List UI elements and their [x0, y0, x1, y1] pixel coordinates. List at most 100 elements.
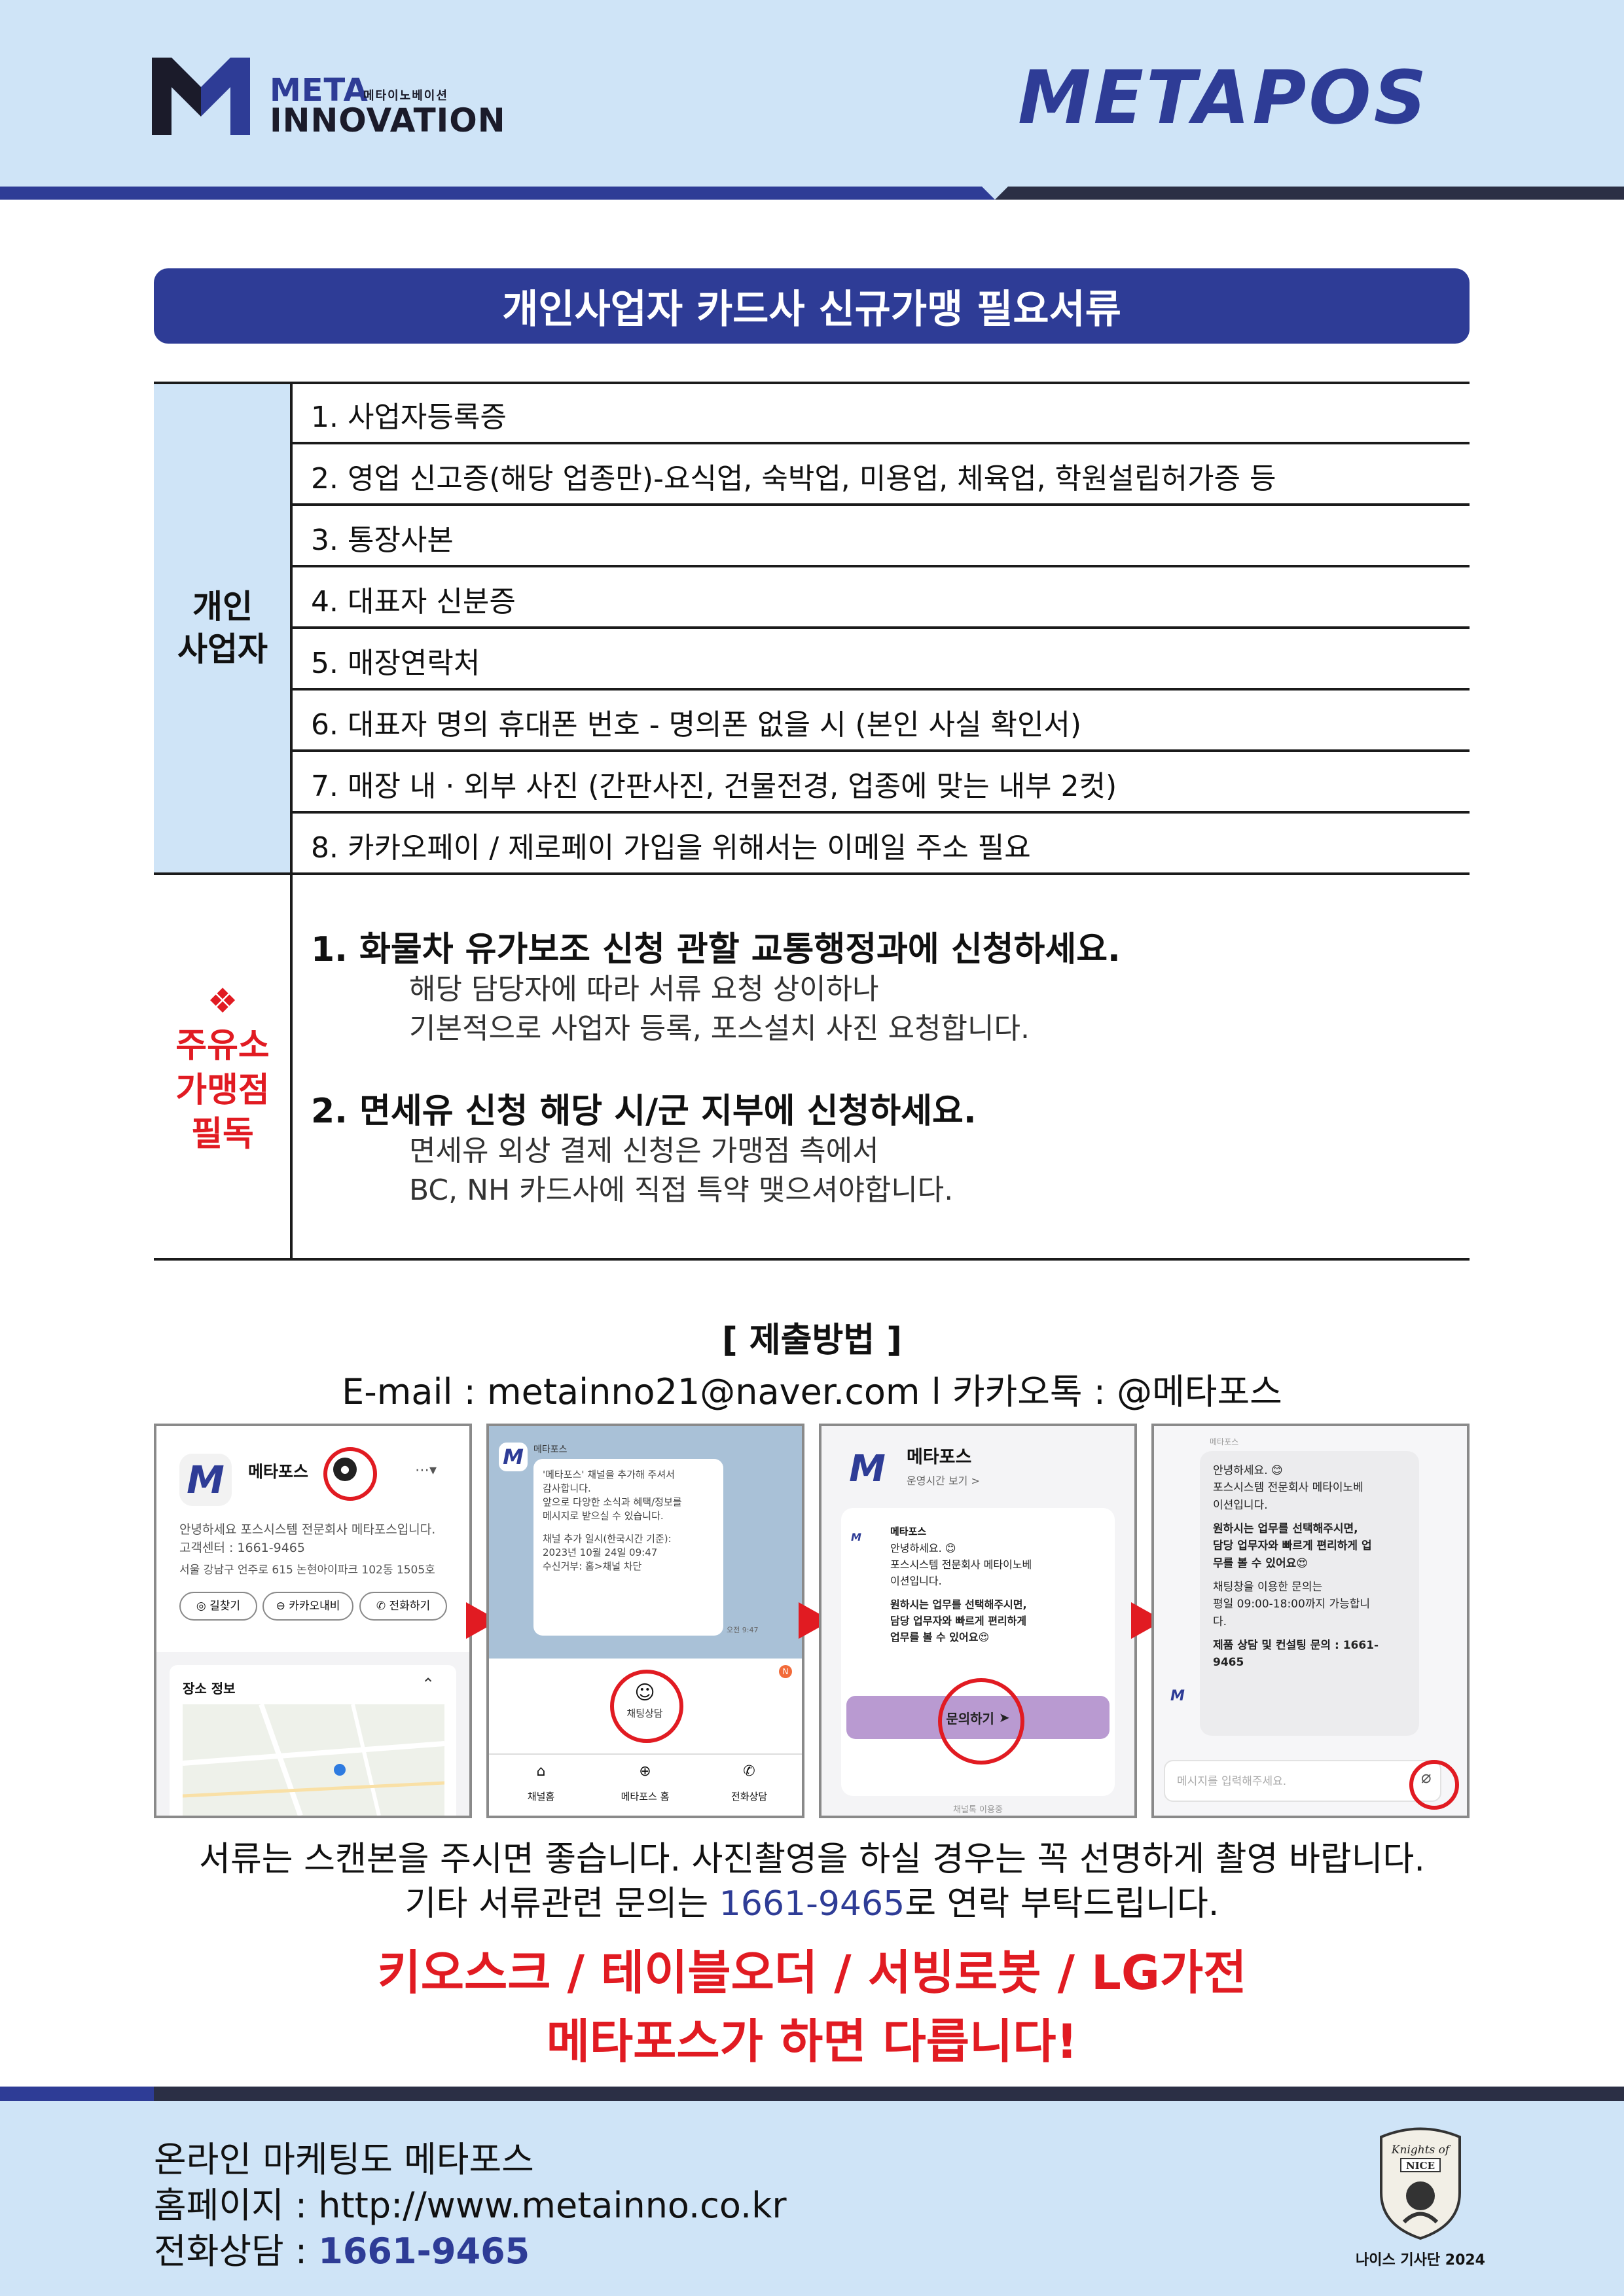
- kakao-channel-profile-screenshot: M 메타포스 ● ⋯▾ 안녕하세요 포스시스템 전문회사 메타포스입니다. 고객…: [154, 1424, 472, 1818]
- metapos-avatar-icon: M: [179, 1454, 232, 1506]
- chat-sender: 메타포스: [533, 1444, 568, 1455]
- logo-innovation-text: INNOVATION: [270, 101, 506, 139]
- nice-knights-badge-icon: Knights of NICE: [1380, 2127, 1461, 2240]
- brand-slogan: 메타포스가 하면 다릅니다!: [546, 2014, 1078, 2069]
- badge-caption: 나이스 기사단 2024: [1356, 2252, 1485, 2269]
- gas-note-heading: 1. 화물차 유가보조 신청 관할 교통행정과에 신청하세요.: [311, 930, 1121, 969]
- table-rule: [154, 382, 1470, 384]
- channeltalk-footer: 채널톡 이용중: [953, 1805, 1003, 1815]
- table-rule: [291, 442, 1470, 444]
- channel-name: 메타포스: [248, 1462, 309, 1481]
- highlight-circle: [1409, 1760, 1459, 1810]
- table-rule: [291, 565, 1470, 567]
- tab-phone-consult[interactable]: 전화상담: [731, 1791, 768, 1803]
- tab-metapos-home[interactable]: 메타포스 홈: [621, 1791, 670, 1803]
- table-rule: [291, 749, 1470, 752]
- table-rule: [291, 626, 1470, 629]
- welcome-message: 안녕하세요. 😊 포스시스템 전문회사 메타이노베 이션입니다. 원하시는 업무…: [890, 1542, 1032, 1643]
- footer-dark-bar: [154, 2087, 1624, 2101]
- metapos-logo: METAPOS: [1018, 56, 1430, 141]
- submission-title: [ 제출방법 ]: [721, 1321, 903, 1360]
- gas-note-text: 해당 담당자에 따라 서류 요청 상이하나: [409, 973, 879, 1006]
- document-item: 6. 대표자 명의 휴대폰 번호 - 명의폰 없을 시 (본인 사실 확인서): [311, 708, 1082, 742]
- metapos-avatar-icon: M: [499, 1443, 528, 1471]
- channel-phone: 고객센터 : 1661-9465: [179, 1540, 305, 1555]
- scan-notice: 서류는 스캔본을 주시면 좋습니다. 사진촬영을 하실 경우는 꼭 선명하게 촬…: [199, 1840, 1425, 1879]
- message-sender: 메타포스: [1210, 1437, 1239, 1446]
- chevron-up-icon[interactable]: ⌃: [422, 1675, 435, 1693]
- table-rule: [291, 688, 1470, 691]
- map-roads: [182, 1703, 445, 1816]
- table-rule: [291, 503, 1470, 506]
- metapos-avatar-icon: M: [849, 1447, 886, 1490]
- table-rule: [154, 872, 1470, 875]
- place-info-heading: 장소 정보: [183, 1681, 236, 1696]
- gas-note-text: BC, NH 카드사에 직접 특약 맺으셔야합니다.: [409, 1174, 954, 1207]
- kakao-chat-screenshot: M 메타포스 '메타포스' 채널을 추가해 주셔서 감사합니다. 앞으로 다양한…: [486, 1424, 804, 1818]
- footer-accent-bar: [0, 2087, 154, 2101]
- hours-link[interactable]: 운영시간 보기 >: [907, 1475, 980, 1487]
- footer-phone[interactable]: 1661-9465: [318, 2231, 530, 2272]
- more-icon[interactable]: ⋯▾: [415, 1462, 437, 1479]
- gas-note-heading: 2. 면세유 신청 해당 시/군 지부에 신청하세요.: [311, 1092, 977, 1131]
- footer-homepage[interactable]: 홈페이지 : http://www.metainno.co.kr: [154, 2185, 787, 2226]
- tab-channel-home[interactable]: 채널홈: [527, 1791, 555, 1803]
- message-input[interactable]: 메시지를 입력해주세요.: [1177, 1775, 1287, 1788]
- highlight-circle: [938, 1678, 1024, 1765]
- message-sender: 메타포스: [890, 1526, 927, 1537]
- map-thumbnail[interactable]: [182, 1703, 445, 1816]
- document-item: 2. 영업 신고증(해당 업종만)-요식업, 숙박업, 미용업, 체육업, 학원…: [311, 462, 1276, 495]
- personal-category-cell: [154, 383, 291, 874]
- footer-phone-line: 전화상담 : 1661-9465: [154, 2231, 530, 2272]
- submission-contact: E-mail : metainno21@naver.com l 카카오톡 : @…: [342, 1371, 1282, 1412]
- directions-button[interactable]: ◎ 길찾기: [179, 1592, 257, 1621]
- channel-address: 서울 강남구 언주로 615 논현아이파크 102동 1505호: [179, 1564, 435, 1577]
- logo-meta-text: META: [270, 72, 369, 109]
- header-accent-bar: [0, 187, 995, 200]
- product-slogan: 키오스크 / 테이블오더 / 서빙로봇 / LG가전: [377, 1945, 1247, 2000]
- channel-home-icon[interactable]: ⌂: [536, 1763, 546, 1780]
- footer-marketing: 온라인 마케팅도 메타포스: [154, 2139, 534, 2180]
- inquiry-notice: 기타 서류관련 문의는 1661-9465로 연락 부탁드립니다.: [405, 1884, 1219, 1924]
- channel-name: 메타포스: [907, 1447, 972, 1467]
- table-rule: [291, 811, 1470, 814]
- gas-note-text: 면세유 외상 결제 신청은 가맹점 측에서: [409, 1134, 879, 1168]
- document-item: 7. 매장 내 · 외부 사진 (간판사진, 건물전경, 업종에 맞는 내부 2…: [311, 770, 1117, 803]
- message-time: 오전 9:47: [727, 1626, 759, 1634]
- badge-top-text: Knights of: [1391, 2144, 1451, 2157]
- logo-korean-subtext: 메타이노베이션: [363, 89, 448, 103]
- meta-logo-icon: [152, 58, 250, 135]
- page-title: 개인사업자 카드사 신규가맹 필요서류: [154, 268, 1470, 344]
- channeltalk-chat-screenshot: 메타포스 안녕하세요. 😊 포스시스템 전문회사 메타이노베 이션입니다. 원하…: [1151, 1424, 1470, 1818]
- document-item: 8. 카카오페이 / 제로페이 가입을 위해서는 이메일 주소 필요: [311, 831, 1031, 865]
- call-button[interactable]: ✆ 전화하기: [359, 1592, 447, 1621]
- document-item: 5. 매장연락처: [311, 647, 480, 680]
- badge-mid-text: NICE: [1406, 2160, 1435, 2172]
- document-item: 3. 통장사본: [311, 524, 454, 557]
- footer: [0, 2101, 1624, 2296]
- document-item: 1. 사업자등록증: [311, 401, 507, 434]
- header-notch: [982, 187, 1008, 200]
- highlight-circle: [323, 1447, 377, 1501]
- header-dark-bar: [995, 187, 1624, 200]
- chat-message: 안녕하세요. 😊 포스시스템 전문회사 메타이노베 이션입니다. 원하시는 업무…: [1213, 1464, 1379, 1670]
- flower-symbol-icon: ❖: [207, 982, 238, 1022]
- globe-icon[interactable]: ⊕: [639, 1763, 651, 1780]
- welcome-message-bubble: '메타포스' 채널을 추가해 주셔서 감사합니다. 앞으로 다양한 소식과 혜택…: [533, 1459, 723, 1636]
- highlight-circle: [610, 1670, 683, 1743]
- header: [0, 0, 1624, 187]
- sender-logo-icon: M: [851, 1531, 861, 1543]
- table-rule: [154, 1258, 1470, 1261]
- document-item: 4. 대표자 신분증: [311, 585, 516, 619]
- sender-logo-icon: M: [1170, 1688, 1185, 1704]
- phone-icon[interactable]: ✆: [743, 1763, 755, 1780]
- table-divider: [290, 383, 293, 1260]
- new-badge-icon: N: [779, 1665, 792, 1678]
- inquiry-phone[interactable]: 1661-9465: [719, 1884, 905, 1924]
- channel-description: 안녕하세요 포스시스템 전문회사 메타포스입니다.: [179, 1522, 436, 1537]
- kakao-navi-button[interactable]: ⊖ 카카오내비: [262, 1592, 353, 1621]
- gas-note-text: 기본적으로 사업자 등록, 포스설치 사진 요청합니다.: [409, 1012, 1030, 1045]
- channeltalk-home-screenshot: M 메타포스 운영시간 보기 > M 메타포스 안녕하세요. 😊 포스시스템 전…: [819, 1424, 1137, 1818]
